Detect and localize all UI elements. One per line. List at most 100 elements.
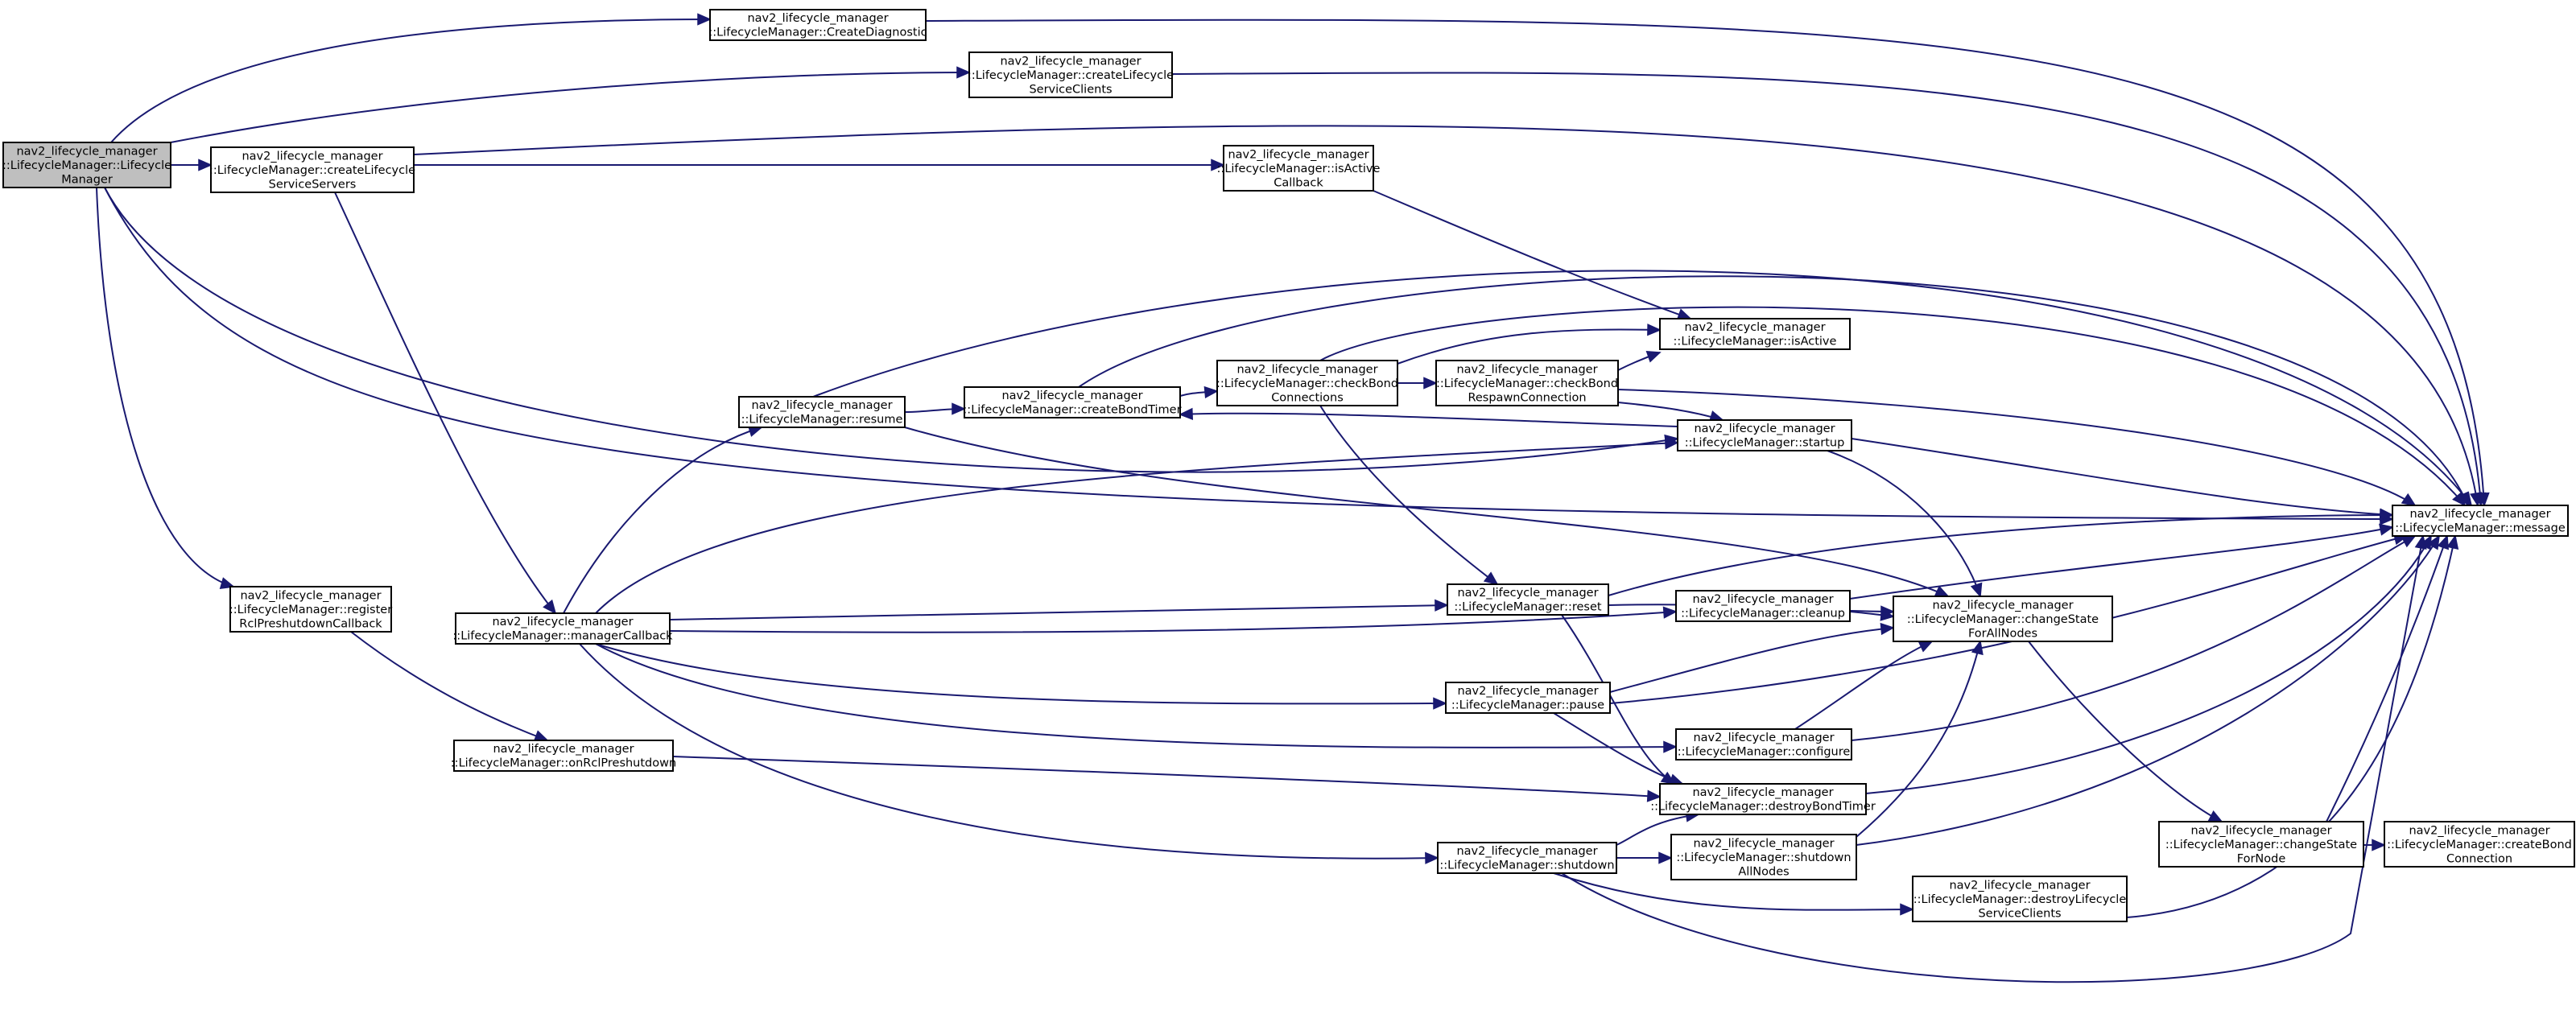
node-changeStateForNode[interactable]: nav2_lifecycle_manager::LifecycleManager… xyxy=(2158,821,2364,868)
edge-startup-to-changeStateForAllNodes xyxy=(1827,450,1983,598)
node-checkBondConnections[interactable]: nav2_lifecycle_manager::LifecycleManager… xyxy=(1216,360,1398,406)
node-LifecycleManager[interactable]: nav2_lifecycle_manager::LifecycleManager… xyxy=(2,142,171,188)
node-label-line: ::LifecycleManager::createBond xyxy=(2387,839,2572,851)
node-changeStateForAllNodes[interactable]: nav2_lifecycle_manager::LifecycleManager… xyxy=(1893,596,2113,642)
edge-line xyxy=(595,442,1678,614)
node-createLifecycleServiceClients[interactable]: nav2_lifecycle_manager::LifecycleManager… xyxy=(968,52,1174,98)
edge-checkBondRespawnConnection-to-message xyxy=(1617,389,2417,507)
edge-startup-to-createBondTimer xyxy=(1179,407,1678,427)
node-box xyxy=(210,146,415,193)
node-label-line: nav2_lifecycle_manager xyxy=(493,743,634,756)
arrowhead xyxy=(1645,351,1662,363)
node-shutdown[interactable]: nav2_lifecycle_manager::LifecycleManager… xyxy=(1437,842,1617,874)
edge-configure-to-changeStateForAllNodes xyxy=(1794,641,1934,730)
node-label-line: ::LifecycleManager::cleanup xyxy=(1681,608,1845,620)
node-label-line: ::LifecycleManager::destroyLifecycle xyxy=(1913,893,2127,906)
node-label-line: Callback xyxy=(1274,176,1323,189)
node-box xyxy=(229,586,392,633)
node-startup[interactable]: nav2_lifecycle_manager::LifecycleManager… xyxy=(1677,419,1852,451)
edge-LifecycleManager-to-message xyxy=(104,187,2394,526)
arrowhead xyxy=(2207,810,2223,822)
node-isActive[interactable]: nav2_lifecycle_manager::LifecycleManager… xyxy=(1659,318,1851,350)
node-pause[interactable]: nav2_lifecycle_manager::LifecycleManager… xyxy=(1445,682,1611,714)
node-label-line: nav2_lifecycle_manager xyxy=(1236,363,1377,376)
node-label-line: ::LifecycleManager::resume xyxy=(741,414,903,427)
edge-line xyxy=(1851,535,2416,741)
edge-line xyxy=(1617,402,1724,421)
edge-shutdownAllNodes-to-changeStateForAllNodes xyxy=(1856,640,1984,838)
node-message[interactable]: nav2_lifecycle_manager::LifecycleManager… xyxy=(2392,505,2569,537)
node-label-line: nav2_lifecycle_manager xyxy=(1692,786,1833,799)
node-label-line: RespawnConnection xyxy=(1468,391,1586,404)
node-registerRclPreshutdownCallback[interactable]: nav2_lifecycle_manager::LifecycleManager… xyxy=(229,586,392,633)
node-label-line: ::LifecycleManager::CreateDiagnostic xyxy=(708,27,927,39)
edge-line xyxy=(672,756,1661,798)
arrowhead xyxy=(2452,491,2467,507)
edge-changeStateForNode-to-message xyxy=(2326,534,2449,822)
arrowhead xyxy=(1647,324,1662,336)
node-shutdownAllNodes[interactable]: nav2_lifecycle_manager::LifecycleManager… xyxy=(1670,834,1857,880)
arrowhead xyxy=(1934,585,1950,597)
node-box xyxy=(968,52,1173,98)
edge-line xyxy=(1849,526,2393,600)
node-label-line: nav2_lifecycle_manager xyxy=(1684,321,1825,334)
edge-managerCallback-to-pause xyxy=(595,643,1447,710)
node-label-line: nav2_lifecycle_manager xyxy=(1457,685,1598,698)
edge-resume-to-createBondTimer xyxy=(904,402,966,415)
edge-line xyxy=(595,643,1447,705)
node-resume[interactable]: nav2_lifecycle_manager::LifecycleManager… xyxy=(738,396,906,428)
node-createBondConnection[interactable]: nav2_lifecycle_manager::LifecycleManager… xyxy=(2384,821,2575,868)
node-configure[interactable]: nav2_lifecycle_manager::LifecycleManager… xyxy=(1675,728,1852,760)
edge-managerCallback-to-cleanup xyxy=(669,606,1678,633)
edge-shutdown-to-message xyxy=(1561,534,2427,983)
node-label-line: nav2_lifecycle_manager xyxy=(16,145,157,158)
node-label-line: ::LifecycleManager::managerCallback xyxy=(452,630,673,643)
edge-cleanup-to-changeStateForAllNodes xyxy=(1849,608,1895,621)
edge-line xyxy=(669,611,1677,633)
arrowhead xyxy=(2446,534,2459,550)
edge-destroyBondTimer-to-message xyxy=(1865,534,2432,794)
arrowhead xyxy=(697,13,712,26)
edge-managerCallback-to-configure xyxy=(595,643,1678,753)
node-label-line: nav2_lifecycle_manager xyxy=(1457,587,1598,600)
node-reset[interactable]: nav2_lifecycle_manager::LifecycleManager… xyxy=(1447,583,1609,616)
edge-line xyxy=(1794,641,1933,730)
edge-checkBondConnections-to-message xyxy=(1319,306,2467,507)
node-label-line: ::LifecycleManager::reset xyxy=(1454,601,1601,614)
node-destroyBondTimer[interactable]: nav2_lifecycle_manager::LifecycleManager… xyxy=(1650,783,1876,815)
node-label-line: nav2_lifecycle_manager xyxy=(1949,879,2090,892)
arrowhead xyxy=(1880,622,1895,636)
node-label-line: ::LifecycleManager::checkBond xyxy=(1216,377,1398,390)
node-label-line: nav2_lifecycle_manager xyxy=(240,589,381,602)
node-onRclPreshutdown[interactable]: nav2_lifecycle_manager::LifecycleManager… xyxy=(451,740,676,772)
edge-line xyxy=(1553,712,1683,785)
edge-line xyxy=(413,125,2479,506)
node-box xyxy=(709,9,927,41)
node-box xyxy=(1912,876,2128,922)
node-createBondTimer[interactable]: nav2_lifecycle_manager::LifecycleManager… xyxy=(963,386,1182,418)
edge-registerRclPreshutdownCallback-to-onRclPreshutdown xyxy=(350,631,549,742)
node-cleanup[interactable]: nav2_lifecycle_manager::LifecycleManager… xyxy=(1675,590,1851,622)
node-label-line: ::LifecycleManager::createBondTimer xyxy=(963,404,1181,417)
node-managerCallback[interactable]: nav2_lifecycle_manager::LifecycleManager… xyxy=(452,612,673,645)
node-label-line: ::LifecycleManager::shutdown xyxy=(1676,851,1851,864)
node-label-line: nav2_lifecycle_manager xyxy=(1456,845,1597,858)
edge-line xyxy=(1373,190,1691,319)
arrowhead xyxy=(1179,407,1194,421)
node-label-line: ::LifecycleManager::message xyxy=(2395,522,2566,535)
arrowhead xyxy=(1970,582,1983,598)
node-box xyxy=(738,396,906,428)
node-label-line: ::LifecycleManager::register xyxy=(229,604,392,616)
edge-reset-to-message xyxy=(1608,509,2394,596)
node-CreateDiagnostic[interactable]: nav2_lifecycle_manager::LifecycleManager… xyxy=(708,9,927,41)
node-box xyxy=(1670,834,1857,880)
node-createLifecycleServiceServers[interactable]: nav2_lifecycle_manager::LifecycleManager… xyxy=(209,146,415,193)
node-label-line: nav2_lifecycle_manager xyxy=(1694,422,1835,435)
nodes-layer: nav2_lifecycle_manager::LifecycleManager… xyxy=(2,9,2575,922)
arrowhead xyxy=(2401,535,2417,548)
node-checkBondRespawnConnection[interactable]: nav2_lifecycle_manager::LifecycleManager… xyxy=(1435,360,1619,406)
edge-line xyxy=(595,643,1677,748)
node-destroyLifecycleServiceClients[interactable]: nav2_lifecycle_manager::LifecycleManager… xyxy=(1912,876,2128,922)
edge-checkBondConnections-to-isActive xyxy=(1397,324,1662,365)
node-isActiveCallback[interactable]: nav2_lifecycle_manager::LifecycleManager… xyxy=(1217,145,1381,192)
